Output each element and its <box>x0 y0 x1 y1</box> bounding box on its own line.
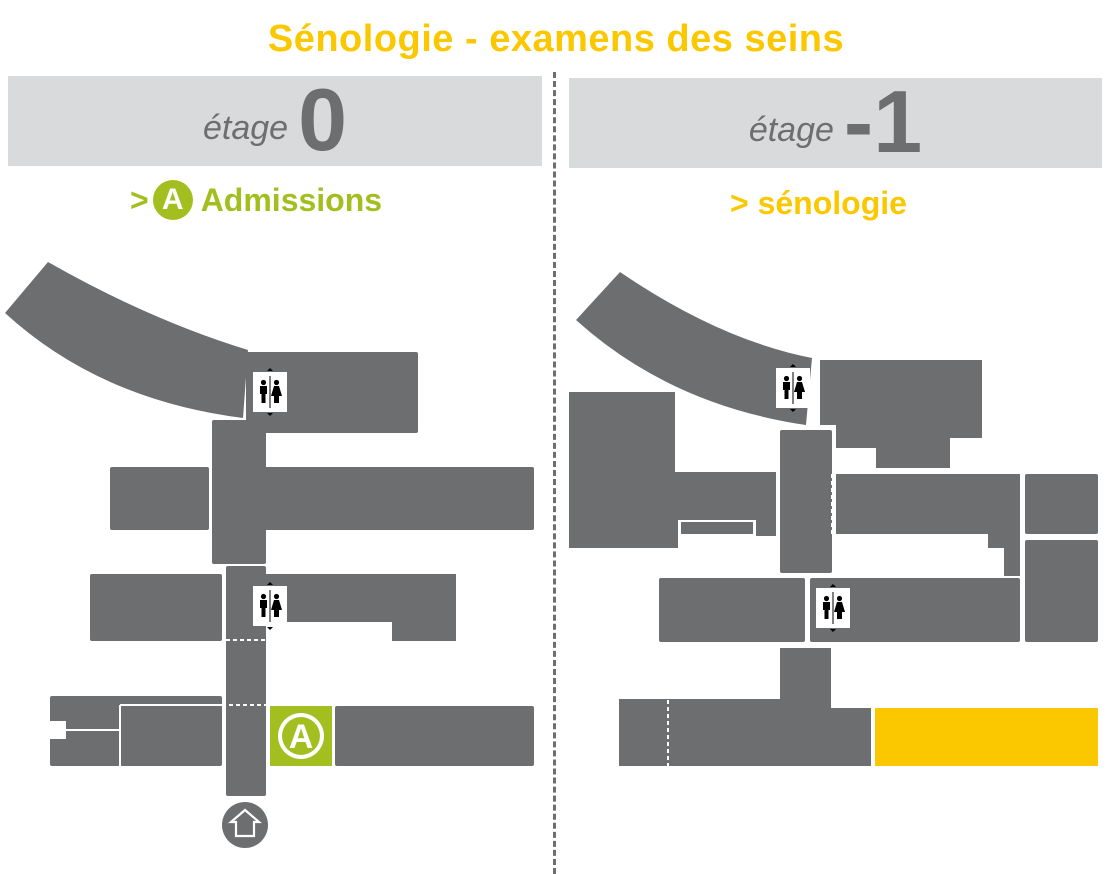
building <box>659 578 805 642</box>
senologie-area <box>875 708 1098 766</box>
admissions-badge-letter: A <box>289 718 314 756</box>
floor-word: étage <box>202 109 289 147</box>
admissions-badge-icon: A <box>152 180 193 220</box>
building <box>836 474 1020 576</box>
building <box>576 272 812 425</box>
building <box>820 360 982 468</box>
building <box>250 467 534 530</box>
building <box>90 574 222 641</box>
building <box>780 430 832 573</box>
building <box>50 696 222 766</box>
building <box>250 574 456 641</box>
restroom-icon <box>775 363 811 413</box>
page-title: Sénologie - examens des seins <box>267 18 845 60</box>
floor-header-right: étage -1 <box>569 78 1102 168</box>
restroom-icon <box>252 367 288 417</box>
floor-minus-1-plan <box>569 272 1098 766</box>
building <box>1025 540 1098 642</box>
building <box>569 392 776 548</box>
admissions-label-text: Admissions <box>200 181 383 218</box>
building <box>392 625 456 641</box>
building <box>335 706 534 766</box>
building <box>110 467 209 530</box>
floor-word: étage <box>748 111 834 149</box>
building <box>681 522 753 534</box>
building <box>246 352 418 433</box>
floor-0-plan: A <box>5 262 534 848</box>
admissions-label: > A Admissions <box>130 180 382 220</box>
admissions-icon: A <box>270 706 332 766</box>
floor-divider <box>553 72 556 874</box>
building <box>619 648 871 766</box>
building <box>810 578 1020 642</box>
floor-header-left: étage 0 <box>8 76 542 166</box>
building <box>5 262 248 418</box>
floor-number: -1 <box>843 72 923 171</box>
building <box>1025 474 1098 534</box>
restroom-icon <box>252 581 288 631</box>
senologie-label: > sénologie <box>730 185 907 221</box>
label-prefix: > <box>130 181 149 218</box>
floor-number: 0 <box>298 70 348 169</box>
restroom-icon <box>815 583 851 633</box>
entrance-icon <box>222 802 268 848</box>
